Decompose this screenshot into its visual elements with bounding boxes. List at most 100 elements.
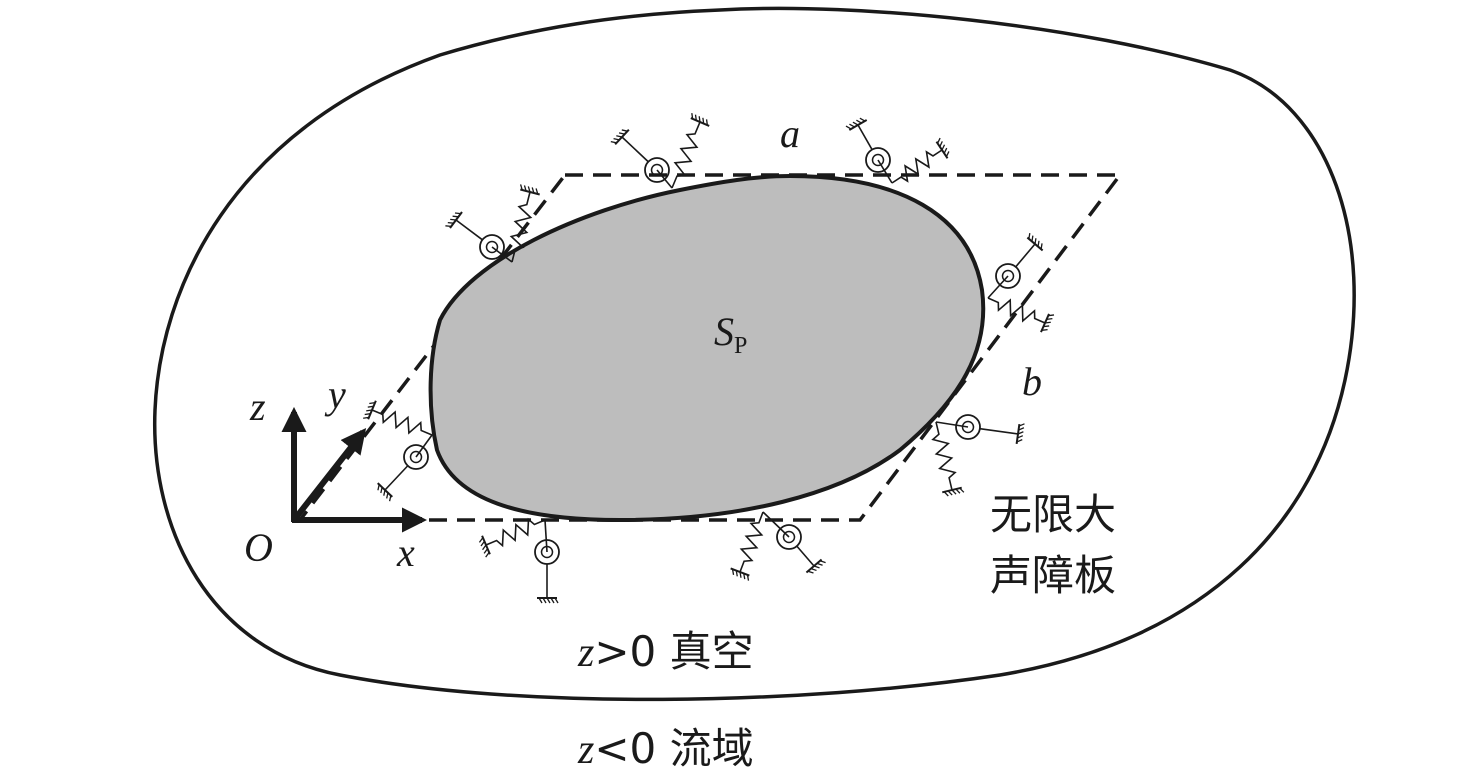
ground-hatch [1040,243,1043,250]
ground-hatch [364,413,371,416]
torsion-spring-core [1001,269,1015,283]
baffle-label-line2: 声障板 [990,551,1116,600]
ground-hatch [735,570,738,577]
ground-hatch [454,212,461,215]
spring-icon [931,421,957,491]
plate-boundary-dashed [296,173,1124,522]
plate-region-label: SP [714,309,747,359]
ground-hatch [363,416,370,419]
ground-hatch [943,147,948,154]
torsion-spring-icon [403,444,429,470]
ground-hatch [943,491,949,497]
ground-hatch [1031,235,1034,242]
torsion-spring-icon [955,414,981,440]
ground-hatch [550,597,555,604]
elastic-supports [363,113,1055,604]
ground-hatch [852,121,859,126]
ground-hatch [694,114,697,121]
torsion-spring-core [961,420,975,434]
ground-hatch [951,489,957,495]
ground-hatch [523,185,527,192]
torsion-spring-core [871,153,885,167]
spring-icon [371,409,433,436]
ground-hatch [386,492,389,499]
ground-hatch [731,569,735,575]
support-rod [455,219,483,241]
ground-hatch [819,560,826,564]
ground-hatch [1046,317,1053,320]
ground-hatch [945,151,950,157]
ground-hatch [959,487,965,493]
y-axis-arrow [291,428,367,522]
ground-hatch [859,117,866,122]
ground-hatch [705,119,709,126]
torsion-spring-core [650,163,664,177]
ground-hatch [845,125,852,130]
ground-hatch [546,597,551,604]
support-rod [857,124,873,150]
ground-hatch [618,132,625,135]
ground-hatch [367,405,374,408]
plate-region [428,173,986,523]
ground-hatch [856,119,862,124]
edge-b-label: b [1022,359,1042,404]
spring-icon [671,121,701,189]
support-rod [979,427,1019,435]
torsion-spring-icon [776,524,802,550]
ground-hatch [542,597,547,604]
ground-hatch [702,117,705,124]
infinite-baffle-outline [152,6,1356,702]
support-rod [877,159,893,184]
ground-hatch [483,548,489,554]
ground-hatch [937,137,941,144]
ground-hatch [698,116,701,123]
ground-hatch [1016,439,1023,443]
torsion-spring-icon [865,147,891,173]
ground-hatch [388,495,392,502]
ground-hatch [947,490,953,496]
axis-x-label: x [396,530,415,575]
ground-hatch [450,218,457,221]
ground-hatch [538,597,543,604]
ground-hatch [1018,423,1025,427]
ground-hatch [1017,431,1024,435]
torsion-spring-core [782,530,796,544]
ground-hatch [519,184,523,191]
spring-icon [509,191,533,263]
origin-label: O [244,525,273,570]
ground-hatch [621,129,628,132]
ground-hatch [1044,321,1051,324]
torsion-spring-icon [479,234,505,260]
edge-a-label: a [780,111,800,156]
ground-hatch [1037,240,1040,247]
ground-hatch [816,562,823,566]
ground-hatch [743,573,746,580]
torsion-spring-icon [644,157,670,183]
torsion-spring-core [409,450,423,464]
ground-hatch [613,138,620,141]
support-rod [621,136,649,163]
ground-hatch [447,221,454,224]
ground-hatch [369,401,376,405]
torsion-spring-icon [995,263,1021,289]
torsion-spring-core [485,240,499,254]
plate-region-subscript: P [734,333,747,359]
ground-hatch [616,135,623,138]
ground-hatch [1017,435,1024,439]
ground-hatch [807,570,814,574]
ground-hatch [1041,328,1048,331]
ground-hatch [380,487,383,494]
ground-hatch [691,113,694,119]
ground-hatch [366,409,373,412]
ground-hatch [813,565,820,569]
ground-hatch [383,489,386,496]
fluid-region-label: z<0 流域 [577,724,754,773]
ground-hatch [485,551,490,558]
ground-hatch [1048,314,1055,317]
ground-hatch [810,567,817,572]
ground-hatch [531,187,535,194]
spring-icon [891,149,943,184]
ground-hatch [746,574,750,581]
ground-hatch [554,597,559,604]
